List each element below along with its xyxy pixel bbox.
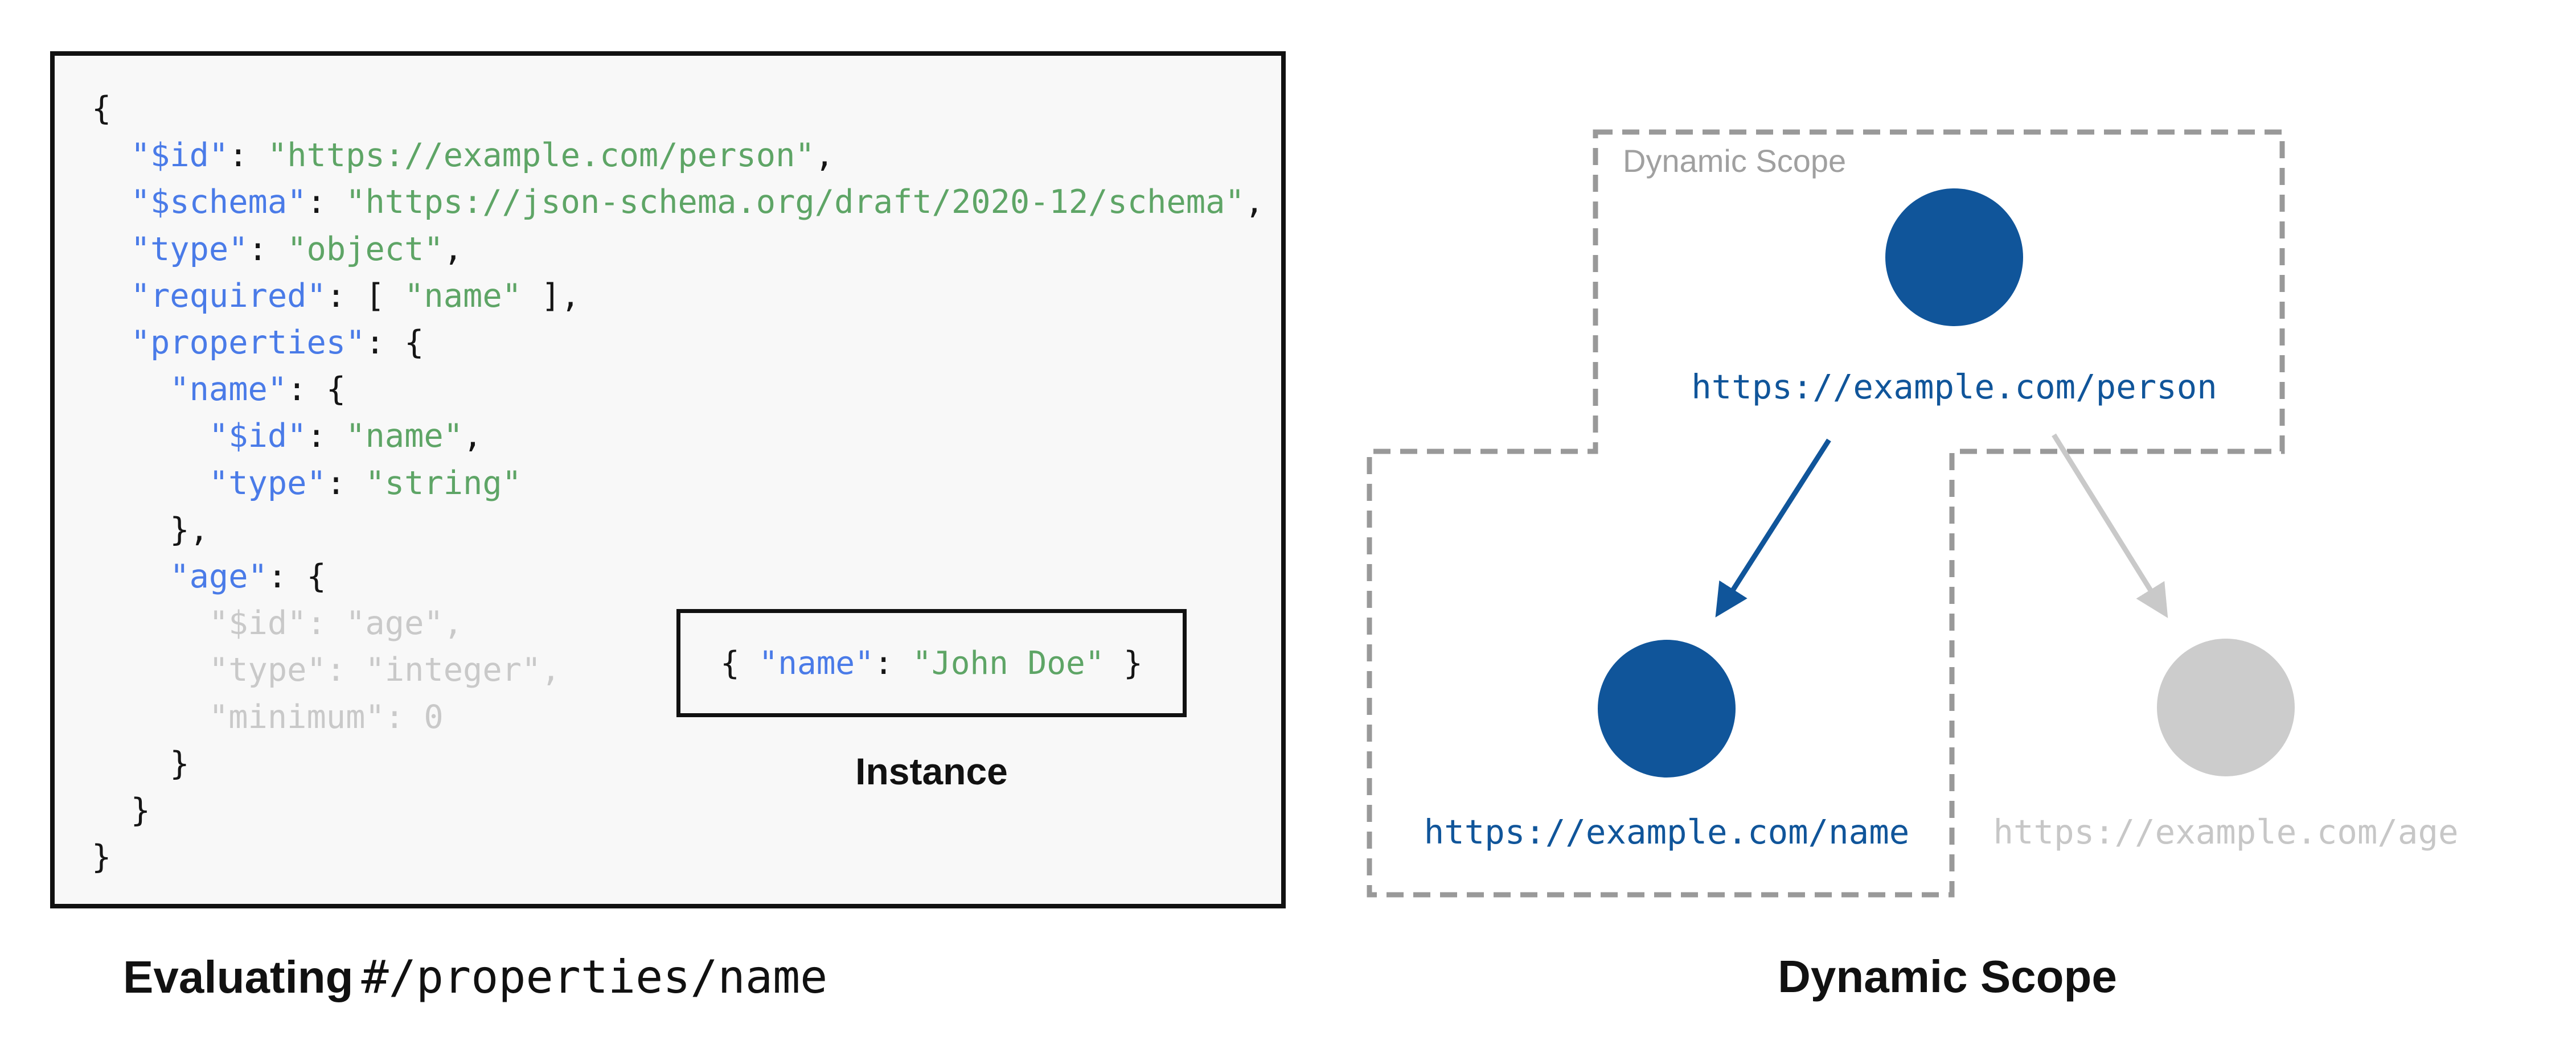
node-name-label: https://example.com/name: [1424, 812, 1910, 852]
code-segment: "https://example.com/person": [267, 137, 815, 175]
code-segment: "John Doe": [912, 644, 1105, 682]
code-line: "type": "integer",: [92, 647, 1264, 693]
code-segment: "$id": [208, 417, 307, 455]
code-segment: :: [326, 464, 366, 502]
code-line: "type": "object",: [92, 226, 1264, 273]
code-segment: },: [92, 511, 209, 549]
code-line: "age": {: [92, 553, 1264, 600]
code-line: "type": "string": [92, 460, 1264, 507]
left-caption-pointer: #/properties/name: [361, 951, 828, 1003]
code-segment: "type": [130, 230, 248, 268]
code-segment: "type": "integer",: [92, 651, 561, 689]
code-line: {: [92, 85, 1264, 132]
code-segment: "age": [170, 558, 268, 596]
code-segment: }: [92, 792, 150, 830]
code-segment: : [: [326, 277, 405, 315]
code-line: }: [92, 834, 1264, 881]
code-segment: "string": [365, 464, 522, 502]
code-segment: "$id": [130, 137, 229, 175]
schema-panel: { "$id": "https://example.com/person", "…: [50, 51, 1286, 908]
code-line: }: [92, 787, 1264, 834]
arrow-person-to-age: [2052, 433, 2168, 618]
code-segment: "$schema": [130, 183, 307, 221]
code-segment: }: [92, 838, 112, 877]
code-line: "required": [ "name" ],: [92, 273, 1264, 319]
code-segment: ],: [522, 277, 580, 315]
code-segment: "required": [130, 277, 326, 315]
code-segment: "object": [287, 230, 444, 268]
code-segment: }: [92, 744, 190, 783]
code-line: }: [92, 741, 1264, 787]
code-segment: {: [92, 90, 112, 127]
code-segment: "name": [346, 417, 463, 455]
left-caption-bold: Evaluating: [123, 952, 354, 1002]
code-line: "$schema": "https://json-schema.org/draf…: [92, 179, 1264, 225]
code-segment: :: [306, 417, 346, 455]
code-line: },: [92, 507, 1264, 553]
code-segment: "name": [170, 371, 288, 409]
schema-code: { "$id": "https://example.com/person", "…: [92, 85, 1264, 881]
code-segment: : {: [267, 558, 326, 596]
instance-code: { "name": "John Doe" }: [720, 645, 1143, 682]
code-segment: "https://json-schema.org/draft/2020-12/s…: [346, 183, 1245, 221]
code-line: "$id": "name",: [92, 413, 1264, 459]
instance-label: Instance: [855, 750, 1008, 792]
code-segment: :: [873, 644, 913, 682]
node-age-circle: [2157, 639, 2295, 776]
code-segment: :: [228, 137, 268, 175]
code-line: "minimum": 0: [92, 694, 1264, 741]
code-segment: "name": [404, 277, 522, 315]
code-segment: ,: [814, 137, 835, 175]
code-segment: "$id": "age",: [92, 604, 463, 643]
code-segment: }: [1104, 644, 1143, 682]
code-segment: {: [720, 644, 759, 682]
code-segment: "type": [208, 464, 326, 502]
arrow-person-to-name: [1715, 438, 1831, 618]
dynamic-scope-outline: [1367, 129, 2285, 898]
scope-region-label: Dynamic Scope: [1623, 143, 1847, 179]
node-person-label: https://example.com/person: [1691, 367, 2217, 406]
code-segment: ,: [443, 230, 463, 268]
left-caption: Evaluating#/properties/name: [123, 951, 827, 1003]
code-line: "name": {: [92, 366, 1264, 413]
code-line: "$id": "age",: [92, 600, 1264, 647]
code-segment: ,: [1244, 183, 1265, 221]
code-line: "$id": "https://example.com/person",: [92, 132, 1264, 179]
right-caption: Dynamic Scope: [1778, 951, 2117, 1002]
node-name-circle: [1598, 640, 1736, 778]
code-segment: : {: [287, 371, 346, 409]
code-segment: "properties": [130, 324, 366, 362]
code-segment: :: [306, 183, 346, 221]
node-age-label: https://example.com/age: [1993, 812, 2459, 852]
node-person-circle: [1885, 188, 2023, 326]
code-segment: "name": [758, 644, 874, 682]
code-segment: "minimum": 0: [92, 698, 444, 736]
code-line: "properties": {: [92, 319, 1264, 366]
instance-box: { "name": "John Doe" }: [676, 609, 1187, 717]
code-segment: : {: [365, 324, 424, 362]
code-segment: ,: [463, 417, 483, 455]
code-segment: :: [248, 230, 288, 268]
